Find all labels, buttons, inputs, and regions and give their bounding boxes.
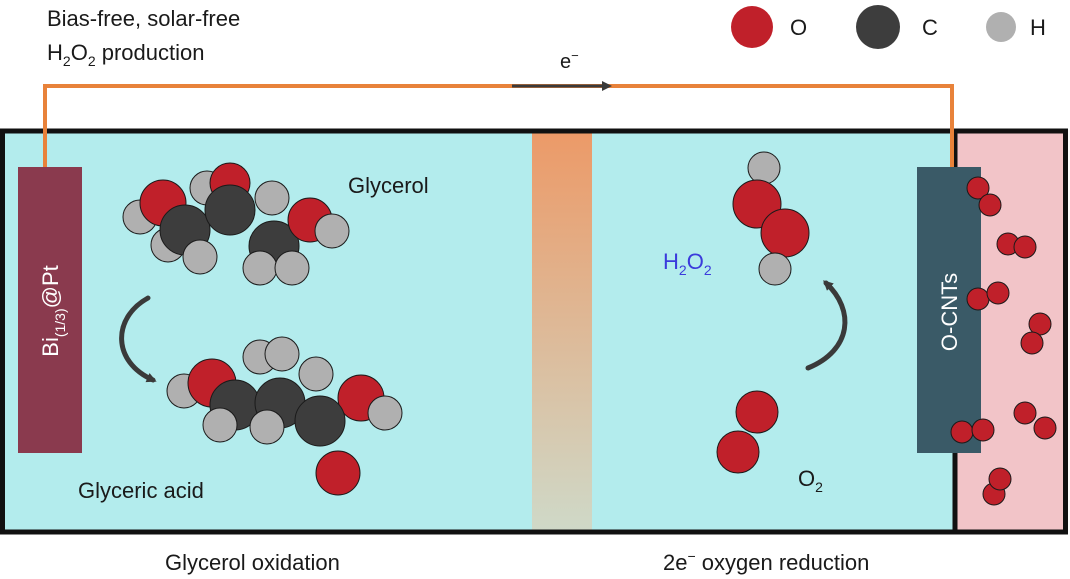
oxygen-atom (986, 281, 1010, 305)
oxygen-atom (966, 287, 990, 311)
oxygen-atom (950, 420, 974, 444)
hydrogen-atom (747, 151, 781, 185)
oxidation-arrow (119, 295, 157, 383)
oxygen-atom (1013, 401, 1037, 425)
reduction-arrow (805, 280, 848, 371)
oxygen-atom (716, 430, 760, 474)
oxygen-atom (988, 467, 1012, 491)
hydrogen-atom (242, 250, 278, 286)
oxygen-atom (760, 208, 810, 258)
carbon-atom (294, 395, 346, 447)
hydrogen-atom (298, 356, 334, 392)
glyceric-acid-label: Glyceric acid (78, 478, 204, 503)
oxygen-atom (966, 176, 990, 200)
diagram-subtitle: H2O2 production (47, 40, 204, 69)
oxygen-atom (1013, 235, 1037, 259)
o2-label: O2 (798, 466, 823, 495)
oxygen-atom (315, 450, 361, 496)
h2o2-label: H2O2 (663, 249, 712, 278)
hydrogen-atom (202, 407, 238, 443)
oxygen-atom (978, 193, 1002, 217)
oxygen-atom (735, 390, 779, 434)
hydrogen-atom (254, 180, 290, 216)
external-circuit-wire (43, 84, 954, 168)
electron-label: e− (560, 48, 579, 73)
legend-carbon-swatch (856, 5, 900, 49)
legend: O C H (731, 5, 1046, 49)
hydrogen-atom (367, 395, 403, 431)
oxygen-atom (1020, 331, 1044, 355)
oxygen-atom (971, 418, 995, 442)
legend-oxygen-label: O (790, 15, 807, 40)
hydrogen-atom (314, 213, 350, 249)
cathode-electrode (917, 167, 981, 453)
oxygen-atom (1033, 416, 1057, 440)
anode-electrode (18, 167, 82, 453)
reduction-label: 2e− oxygen reduction (663, 548, 869, 575)
molecule-atoms (122, 151, 1057, 506)
legend-hydrogen-label: H (1030, 15, 1046, 40)
hydrogen-atom (182, 239, 218, 275)
cell-frame (0, 128, 1068, 535)
cathode-label: O-CNTs (937, 273, 962, 351)
oxidation-label: Glycerol oxidation (165, 550, 340, 575)
legend-hydrogen-swatch (986, 12, 1016, 42)
hydrogen-atom (249, 409, 285, 445)
diagram-title: Bias-free, solar-free (47, 6, 240, 31)
legend-carbon-label: C (922, 15, 938, 40)
hydrogen-atom (758, 252, 792, 286)
legend-oxygen-swatch (731, 6, 773, 48)
hydrogen-atom (274, 250, 310, 286)
hydrogen-atom (264, 336, 300, 372)
glycerol-label: Glycerol (348, 173, 429, 198)
anode-label: Bi(1/3)@Pt (38, 265, 68, 356)
membrane (532, 133, 592, 531)
carbon-atom (204, 184, 256, 236)
